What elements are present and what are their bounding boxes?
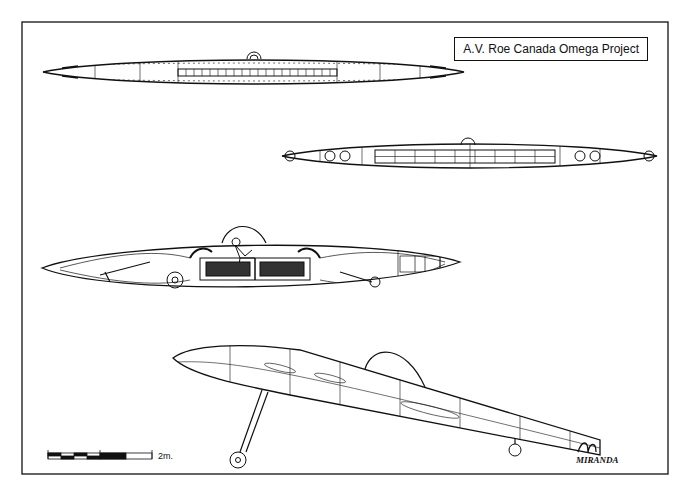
signature: MIRANDA — [576, 455, 619, 466]
underside-view — [282, 135, 657, 180]
cutaway-view — [42, 226, 460, 300]
title-box: A.V. Roe Canada Omega Project — [454, 37, 648, 61]
scale-label: 2m. — [158, 451, 173, 462]
plan-view — [43, 50, 464, 95]
scale-bar — [48, 450, 152, 459]
signature-flourish — [578, 443, 596, 452]
side-view — [173, 330, 600, 470]
frame-border — [22, 22, 668, 474]
